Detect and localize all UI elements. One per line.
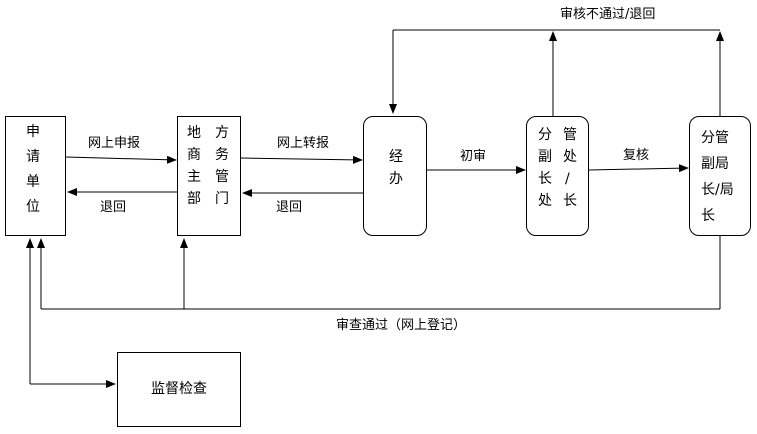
node-local-dept-c1-3: 主 xyxy=(187,169,201,185)
node-bureau-chief-line-1: 分管 xyxy=(701,130,729,146)
node-handler-char-1: 经 xyxy=(389,149,403,165)
arrow-online-apply xyxy=(65,155,177,164)
node-deputy-director: 分 副 长 处 管 处 / 长 xyxy=(526,116,589,236)
label-return-1: 退回 xyxy=(100,200,127,215)
node-local-dept-c1-4: 部 xyxy=(187,191,201,207)
node-local-dept-c2-2: 务 xyxy=(215,147,229,163)
label-review-pass: 审查通过（网上登记） xyxy=(336,318,467,333)
label-return-2: 退回 xyxy=(276,200,303,215)
label-online-forward: 网上转报 xyxy=(277,136,330,151)
node-local-dept-c2-4: 门 xyxy=(215,191,229,207)
label-second-review: 复核 xyxy=(623,148,650,163)
label-online-apply: 网上申报 xyxy=(88,136,141,151)
node-supervision-label: 监督检查 xyxy=(151,381,207,397)
label-initial-review: 初审 xyxy=(460,149,487,164)
node-deputy-director-c1-1: 分 xyxy=(538,127,552,143)
node-local-dept-c2-3: 管 xyxy=(215,169,229,185)
node-deputy-director-c1-4: 处 xyxy=(538,193,552,209)
node-deputy-director-c2-2: 处 xyxy=(563,149,577,165)
node-deputy-director-c2-3: / xyxy=(565,171,570,187)
node-deputy-director-c1-2: 副 xyxy=(538,149,552,165)
node-applicant-char-2: 请 xyxy=(26,149,40,165)
node-handler: 经 办 xyxy=(363,116,427,236)
node-supervision: 监督检查 xyxy=(117,352,241,427)
node-handler-char-2: 办 xyxy=(389,171,403,187)
label-review-fail: 审核不通过/退回 xyxy=(560,7,656,22)
node-local-dept-c2-1: 方 xyxy=(215,125,229,141)
node-deputy-director-c1-3: 长 xyxy=(538,171,552,187)
node-local-dept-c1-1: 地 xyxy=(187,125,201,141)
node-bureau-chief-line-4: 长 xyxy=(701,208,715,224)
node-applicant-char-4: 位 xyxy=(26,199,40,215)
node-deputy-director-c2-4: 长 xyxy=(563,193,577,209)
node-applicant-char-1: 申 xyxy=(26,124,40,140)
arrow-second-review xyxy=(588,164,689,173)
node-bureau-chief-line-3: 长/局 xyxy=(701,182,734,198)
node-deputy-director-c2-1: 管 xyxy=(563,127,577,143)
node-applicant-char-3: 单 xyxy=(26,174,40,190)
node-local-dept-c1-2: 商 xyxy=(187,147,201,163)
node-bureau-chief: 分管 副局 长/局 长 xyxy=(689,116,751,236)
node-local-dept: 地 商 主 部 方 务 管 门 xyxy=(177,116,241,236)
node-applicant: 申 请 单 位 xyxy=(5,116,66,236)
arrow-online-forward xyxy=(240,155,363,164)
node-bureau-chief-line-2: 副局 xyxy=(701,156,729,172)
